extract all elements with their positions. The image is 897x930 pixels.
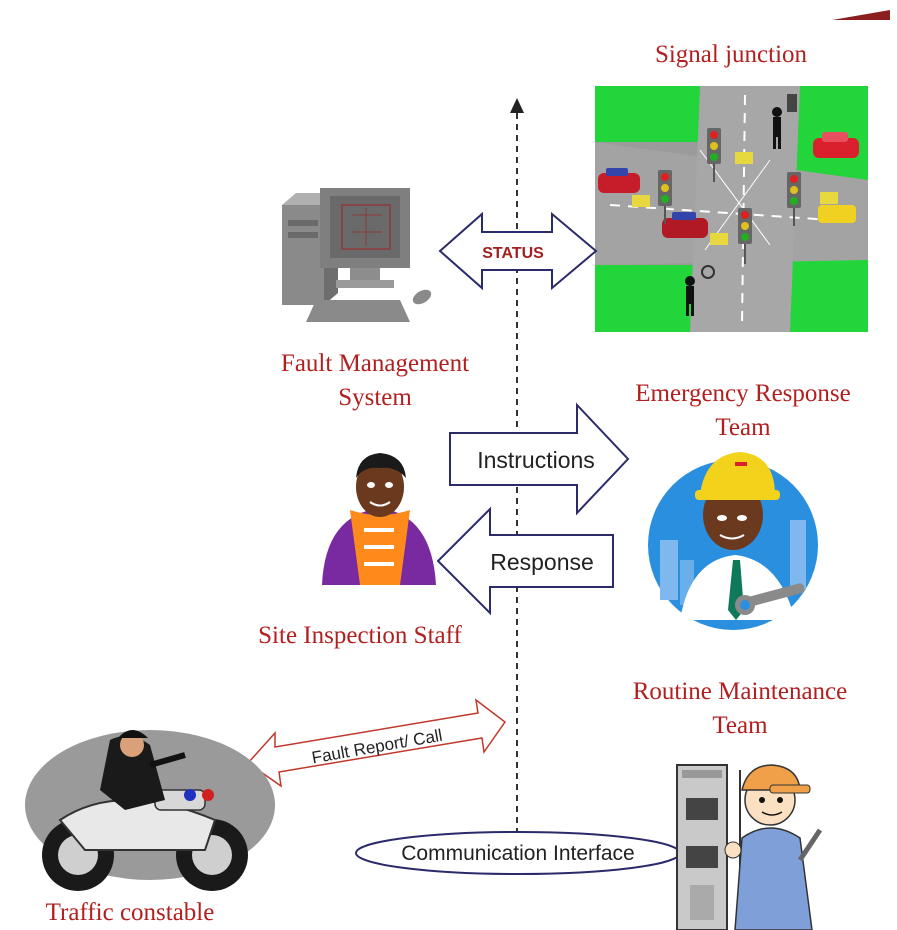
fault-management-label-line2: System: [338, 384, 412, 411]
communication-interface-label: Communication Interface: [401, 842, 634, 865]
computer-icon: [282, 188, 432, 322]
status-label: STATUS: [482, 245, 544, 262]
communication-interface-node: Communication Interface: [355, 831, 681, 875]
corner-wedge-icon: [832, 10, 890, 20]
traffic-constable-label: Traffic constable: [46, 899, 215, 926]
site-inspection-label: Site Inspection Staff: [258, 622, 462, 649]
response-label: Response: [490, 549, 594, 575]
instructions-label: Instructions: [477, 447, 595, 473]
routine-maintenance-label-line2: Team: [712, 712, 768, 739]
maintenance-worker-icon: [676, 764, 823, 930]
instructions-arrow: Instructions: [449, 402, 630, 516]
emergency-worker-icon: [648, 452, 818, 630]
signal-junction-label: Signal junction: [655, 41, 808, 68]
emergency-response-label-line1: Emergency Response: [635, 380, 850, 407]
fault-report-arrow: Fault Report/ Call: [246, 698, 507, 788]
traffic-junction-icon: [595, 86, 868, 332]
routine-maintenance-label-line1: Routine Maintenance: [633, 678, 848, 705]
communication-line-arrowhead: [510, 98, 524, 113]
inspection-staff-icon: [322, 453, 436, 585]
response-arrow: Response: [436, 506, 614, 616]
fault-management-label-line1: Fault Management: [281, 350, 469, 377]
emergency-response-label-line2: Team: [715, 414, 771, 441]
traffic-constable-icon: [25, 730, 275, 891]
status-arrow: STATUS: [438, 211, 598, 291]
